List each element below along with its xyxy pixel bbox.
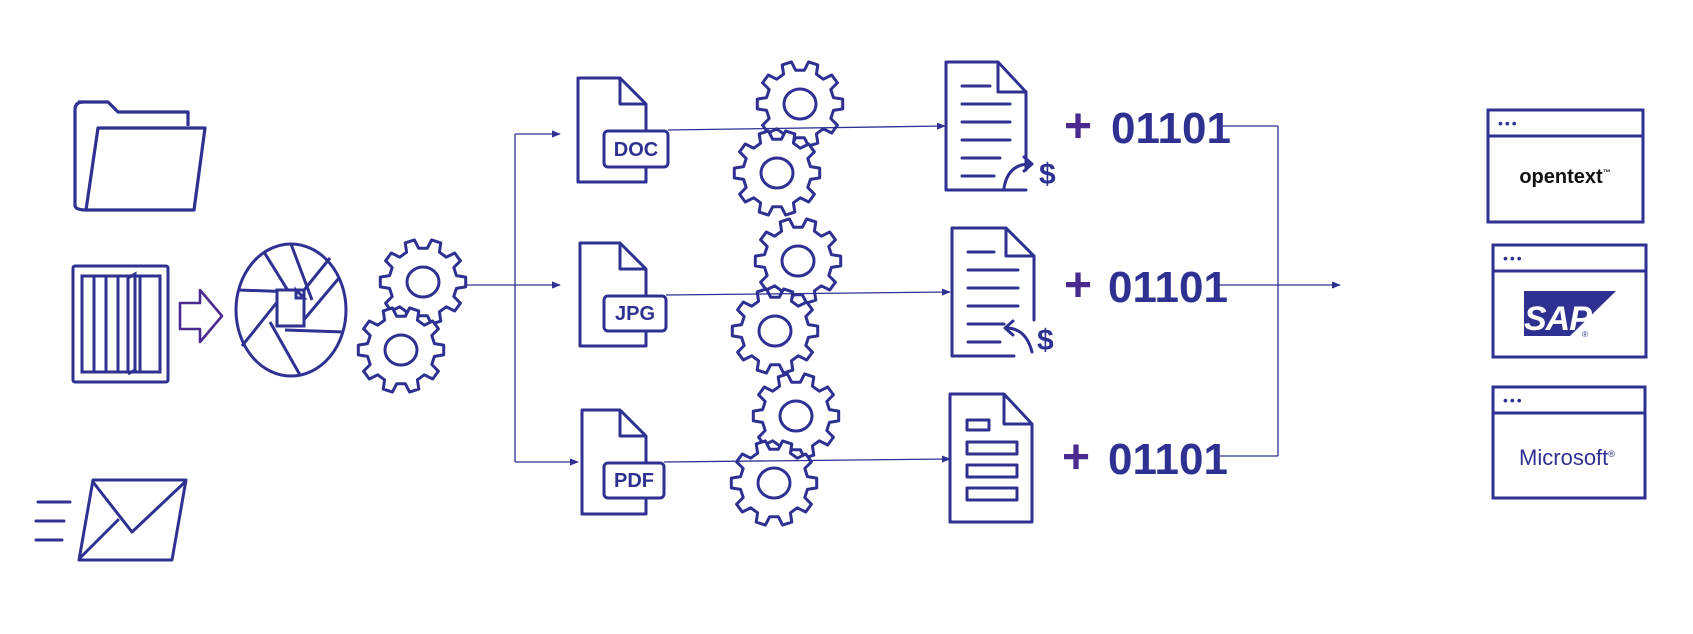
- gear-icon: [753, 217, 843, 305]
- sap-trademark: ®: [1582, 330, 1588, 339]
- sap-window: ••• SAP ®: [1491, 243, 1648, 359]
- invoice-outgoing-icon: [944, 60, 1034, 192]
- plus-sign: +: [1062, 431, 1090, 484]
- file-type-label-doc: DOC: [614, 139, 658, 161]
- gear-icon: [356, 306, 446, 394]
- plus-sign: +: [1064, 259, 1092, 312]
- binary-code: 01101: [1108, 263, 1228, 312]
- binary-row-2: + 01101: [1064, 259, 1228, 312]
- file-pdf-icon: PDF: [580, 408, 666, 516]
- gear-icon: [729, 439, 819, 527]
- gear-icon: [751, 372, 841, 460]
- microsoft-window: ••• Microsoft®: [1491, 385, 1647, 500]
- plus-sign: +: [1064, 100, 1092, 153]
- email-icon: [34, 478, 188, 562]
- file-type-label-jpg: JPG: [615, 303, 655, 325]
- sap-logo: SAP: [1524, 300, 1592, 338]
- window-dots: •••: [1498, 115, 1519, 131]
- gear-icon: [755, 60, 845, 148]
- binary-row-3: + 01101: [1062, 431, 1228, 484]
- invoice-incoming-icon: [950, 226, 1036, 358]
- window-dots: •••: [1503, 250, 1524, 266]
- microsoft-logo: Microsoft®: [1519, 445, 1615, 470]
- dollar-sign-outgoing: $: [1039, 158, 1056, 191]
- file-type-label-pdf: PDF: [614, 470, 654, 492]
- dollar-sign-incoming: $: [1037, 324, 1054, 357]
- connector-lines: [466, 122, 1341, 466]
- gears-group: [356, 60, 845, 527]
- right-arrow-icon: [178, 288, 224, 344]
- file-jpg-icon: JPG: [578, 241, 668, 348]
- sap-logo-shape: [1524, 291, 1616, 336]
- scanner-icon: [71, 264, 170, 384]
- folder-icon: [73, 100, 207, 212]
- binary-row-1: + 01101: [1064, 100, 1231, 153]
- form-document-icon: [948, 392, 1034, 524]
- aperture-document-icon: [234, 242, 348, 378]
- gear-icon: [378, 238, 468, 326]
- gear-icon: [730, 287, 820, 375]
- gear-icon: [732, 129, 822, 217]
- opentext-logo: opentext™: [1519, 166, 1610, 188]
- window-dots: •••: [1503, 392, 1524, 408]
- binary-code: 01101: [1108, 435, 1228, 484]
- opentext-window: ••• opentext™: [1486, 108, 1645, 224]
- file-doc-icon: DOC: [576, 76, 670, 184]
- binary-code: 01101: [1111, 104, 1231, 153]
